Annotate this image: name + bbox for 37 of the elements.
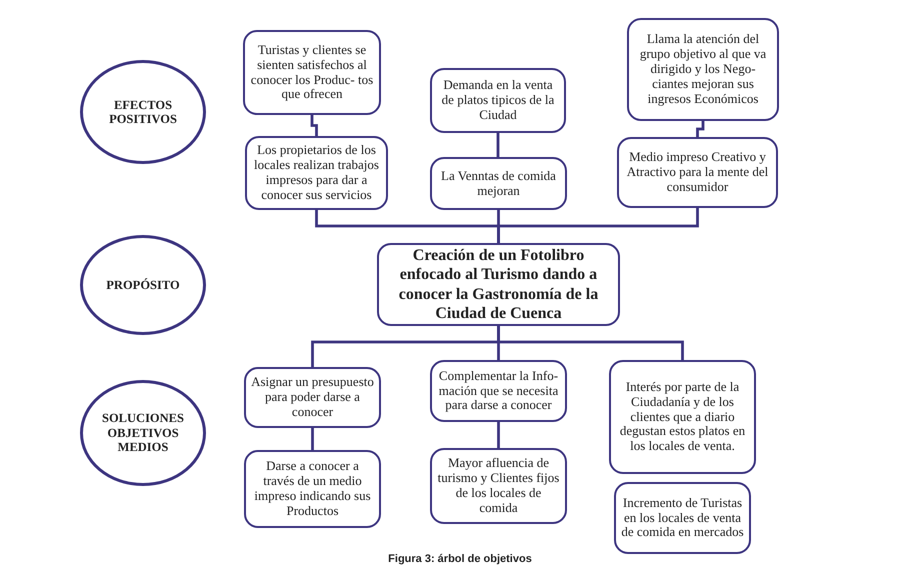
objective-box (430, 448, 567, 524)
objective-box (430, 360, 567, 422)
connector-line (496, 133, 500, 157)
purpose-box (377, 243, 620, 326)
connector-line (310, 115, 318, 136)
figure-caption: Figura 3: árbol de objetivos (387, 553, 533, 565)
node-text: PROPÓSITO (106, 278, 180, 292)
node-text: Asignar un presupuesto para poder darse a conocer (251, 375, 374, 420)
objective-box (243, 30, 381, 115)
objective-box (430, 157, 567, 210)
objective-box (430, 68, 566, 133)
objective-box (617, 137, 778, 208)
connector-line (311, 428, 314, 450)
node-text: Interés por parte de la Ciudadanía y de los clientes que a diario degustan estos platos en los locales de venta. (618, 380, 746, 454)
objective-box (627, 18, 779, 121)
node-text: Turistas y clientes se sienten satisfechos al conocer los Produc- tos que ofrecen (250, 42, 374, 102)
objective-box (244, 450, 381, 528)
node-text: Incremento de Turistas en los locales de venta de comida en mercados (621, 496, 744, 540)
node-text: SOLUCIONES OBJETIVOS MEDIOS (101, 411, 185, 455)
node-text: Llama la atención del grupo objetivo al que va dirigido y los Nego- ciantes mejoran sus ingresos Económicos (638, 32, 768, 107)
node-text: Darse a conocer a través de un medio impreso indicando sus Productos (253, 459, 372, 519)
objective-box (614, 482, 751, 554)
connector-line (696, 121, 704, 137)
objective-box (245, 136, 388, 210)
objective-box (244, 367, 381, 428)
node-text: La Venntas de comida mejoran (440, 168, 557, 198)
node-text: Medio impreso Creativo y Atractivo para la mente del consumidor (626, 150, 770, 195)
node-text: Creación de un Fotolibro enfocado al Turismo dando a conocer la Gastronomía de la Ciudad de Cuenca (398, 246, 600, 323)
objective-box (609, 360, 756, 474)
connector-line (497, 422, 500, 448)
node-text: Los propietarios de los locales realizan trabajos impresos para dar a conocer sus servicios (253, 143, 380, 203)
connector-line (497, 208, 699, 243)
node-text: Demanda en la venta de platos tipicos de la Ciudad (440, 78, 556, 123)
node-text: EFECTOS POSITIVOS (108, 98, 178, 126)
node-text: Complementar la Info- mación que se necesita para darse a conocer (438, 368, 560, 414)
connector-line (497, 326, 684, 360)
node-text: Mayor afluencia de turismo y Clientes fijos de los locales de comida (437, 456, 560, 516)
